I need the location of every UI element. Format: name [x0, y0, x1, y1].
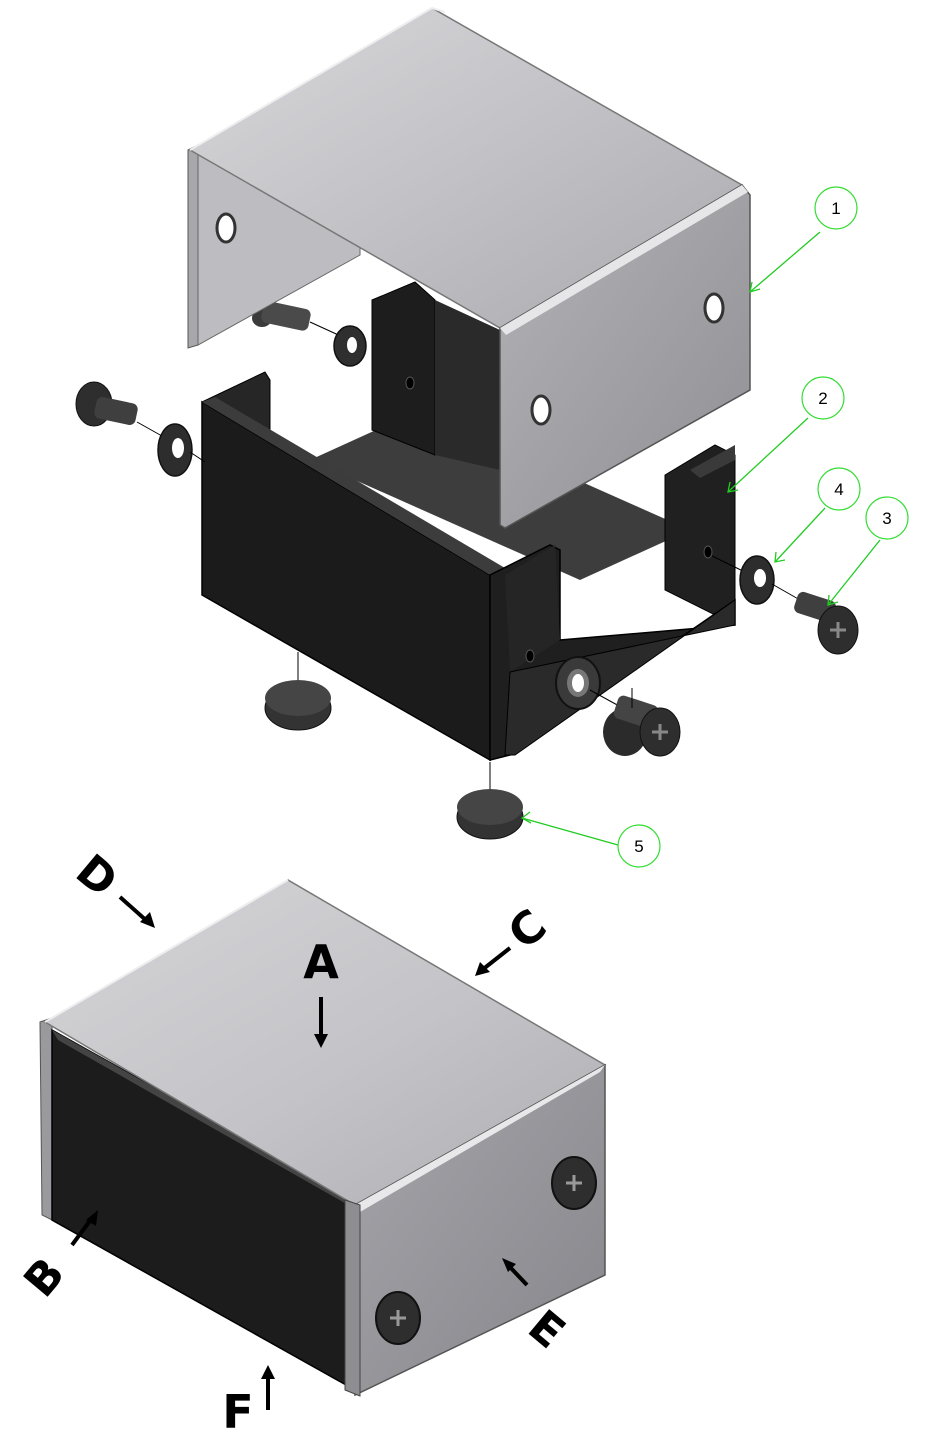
- balloon-2-label: 2: [818, 389, 827, 408]
- balloon-3-label: 3: [882, 509, 891, 528]
- assembled-enclosure: [39, 879, 607, 1397]
- balloon-5-label: 5: [634, 837, 643, 856]
- rear-washer-left: [333, 325, 367, 367]
- screw-front: [589, 689, 681, 757]
- balloon-4-label: 4: [834, 480, 843, 499]
- balloon-3: 3: [827, 496, 909, 606]
- balloon-1-label: 1: [831, 199, 840, 218]
- balloon-5: 5: [520, 811, 661, 868]
- screw-left: [75, 381, 163, 437]
- top-cover: [187, 6, 751, 529]
- balloon-1: 1: [749, 186, 858, 293]
- balloon-2: 2: [727, 376, 845, 493]
- view-arrows: [70, 895, 529, 1410]
- screw-right: [794, 591, 859, 655]
- foot-front: [456, 762, 524, 840]
- view-letter-f: F: [222, 1385, 253, 1434]
- washer-left: [157, 423, 206, 477]
- view-letter-a: A: [303, 935, 339, 989]
- balloon-4: 4: [774, 467, 861, 563]
- base-chassis: [201, 281, 736, 762]
- view-letter-d: D: [66, 845, 127, 908]
- foot-left: [264, 652, 332, 731]
- rear-screw-left: [252, 301, 346, 339]
- washer-right: [711, 555, 801, 605]
- view-letter-b: B: [14, 1248, 75, 1306]
